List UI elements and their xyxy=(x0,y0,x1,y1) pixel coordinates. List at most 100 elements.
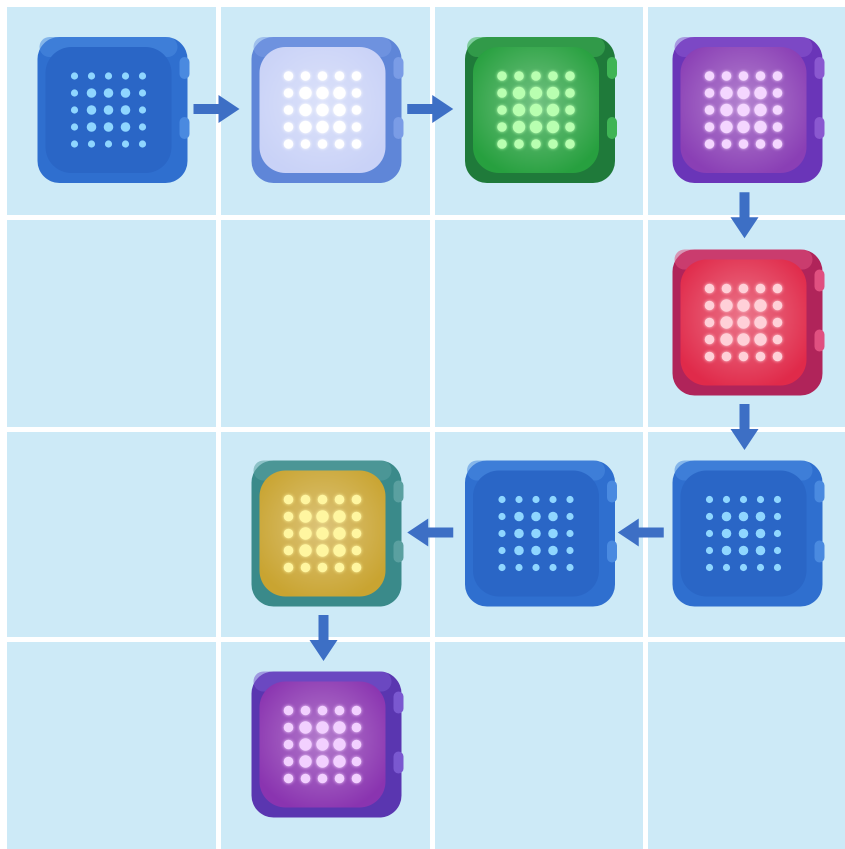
cube-side-button xyxy=(393,57,404,79)
led-dot xyxy=(120,105,131,115)
cube-side-button xyxy=(393,480,404,503)
led-dot xyxy=(704,71,715,81)
led-dot xyxy=(720,333,733,346)
led-dot xyxy=(529,120,543,134)
led-dot xyxy=(138,72,147,80)
led-dot xyxy=(103,105,114,115)
led-dot xyxy=(283,511,294,522)
led-dot xyxy=(333,120,346,134)
led-dot xyxy=(721,528,732,539)
led-dot xyxy=(70,72,79,80)
led-dot xyxy=(738,283,749,294)
led-dot xyxy=(738,139,749,149)
led-dot xyxy=(566,563,574,572)
led-dot xyxy=(773,529,782,538)
led-dot xyxy=(548,71,558,81)
led-dot xyxy=(565,105,575,115)
led-dot xyxy=(756,563,765,572)
led-dot xyxy=(283,88,294,98)
led-dot xyxy=(512,103,526,117)
cube-9 xyxy=(251,671,404,818)
led-dot xyxy=(316,103,329,117)
led-dot xyxy=(138,140,147,148)
arrow-4 xyxy=(730,404,759,450)
led-dot xyxy=(299,510,312,523)
grid-cell xyxy=(648,642,845,849)
led-dot xyxy=(721,351,732,362)
cube-side-button xyxy=(393,117,404,139)
cube-layer xyxy=(37,37,825,818)
led-dot xyxy=(705,512,714,521)
led-dot xyxy=(738,545,749,556)
led-dot xyxy=(755,139,766,149)
led-dot xyxy=(86,105,97,115)
led-dot xyxy=(300,705,311,716)
led-dot xyxy=(754,299,767,312)
cube-side-button xyxy=(179,117,190,139)
led-dot xyxy=(722,495,731,504)
led-dot xyxy=(316,721,329,734)
led-dot xyxy=(120,122,131,132)
led-dot xyxy=(720,316,733,329)
led-dot xyxy=(772,283,783,294)
led-dot xyxy=(334,139,345,149)
led-dot xyxy=(283,71,294,81)
led-matrix xyxy=(283,71,362,149)
led-dot xyxy=(333,755,346,768)
led-dot xyxy=(138,89,147,97)
led-dot xyxy=(772,105,783,115)
led-dot xyxy=(755,545,766,556)
led-dot xyxy=(704,300,715,311)
cube-side-button xyxy=(393,691,404,714)
led-dot xyxy=(299,120,312,134)
led-dot xyxy=(548,139,558,149)
led-dot xyxy=(351,139,362,149)
led-dot xyxy=(300,773,311,784)
led-dot xyxy=(737,120,750,134)
grid-cell xyxy=(7,642,216,849)
led-dot xyxy=(497,105,507,115)
led-dot xyxy=(565,122,575,132)
led-dot xyxy=(515,495,523,504)
led-dot xyxy=(351,722,362,733)
led-dot xyxy=(498,512,506,521)
led-dot xyxy=(351,756,362,767)
led-dot xyxy=(334,494,345,505)
led-dot xyxy=(283,739,294,750)
led-dot xyxy=(720,86,733,100)
led-dot xyxy=(283,545,294,556)
led-dot xyxy=(512,120,526,134)
cube-side-button xyxy=(393,540,404,563)
led-dot xyxy=(299,544,312,557)
led-dot xyxy=(283,139,294,149)
led-dot xyxy=(283,122,294,132)
led-dot xyxy=(334,773,345,784)
led-dot xyxy=(772,317,783,328)
led-dot xyxy=(333,510,346,523)
led-dot xyxy=(512,86,526,100)
cube-side-button xyxy=(393,751,404,774)
led-dot xyxy=(755,528,766,539)
led-dot xyxy=(737,103,750,117)
led-dot xyxy=(531,139,541,149)
led-dot xyxy=(754,316,767,329)
led-dot xyxy=(121,140,130,148)
led-dot xyxy=(317,705,328,716)
led-dot xyxy=(738,511,749,522)
grid-cell xyxy=(7,220,216,427)
led-dot xyxy=(316,86,329,100)
led-dot xyxy=(773,495,782,504)
led-dot xyxy=(704,105,715,115)
led-dot xyxy=(283,562,294,573)
led-dot xyxy=(351,88,362,98)
led-dot xyxy=(514,545,524,556)
led-dot xyxy=(138,123,147,131)
cube-6 xyxy=(672,460,825,607)
cube-side-button xyxy=(814,540,825,563)
led-dot xyxy=(316,527,329,540)
led-matrix xyxy=(704,283,783,362)
led-dot xyxy=(120,88,131,98)
grid-cell xyxy=(435,220,643,427)
led-dot xyxy=(351,122,362,132)
led-dot xyxy=(316,544,329,557)
